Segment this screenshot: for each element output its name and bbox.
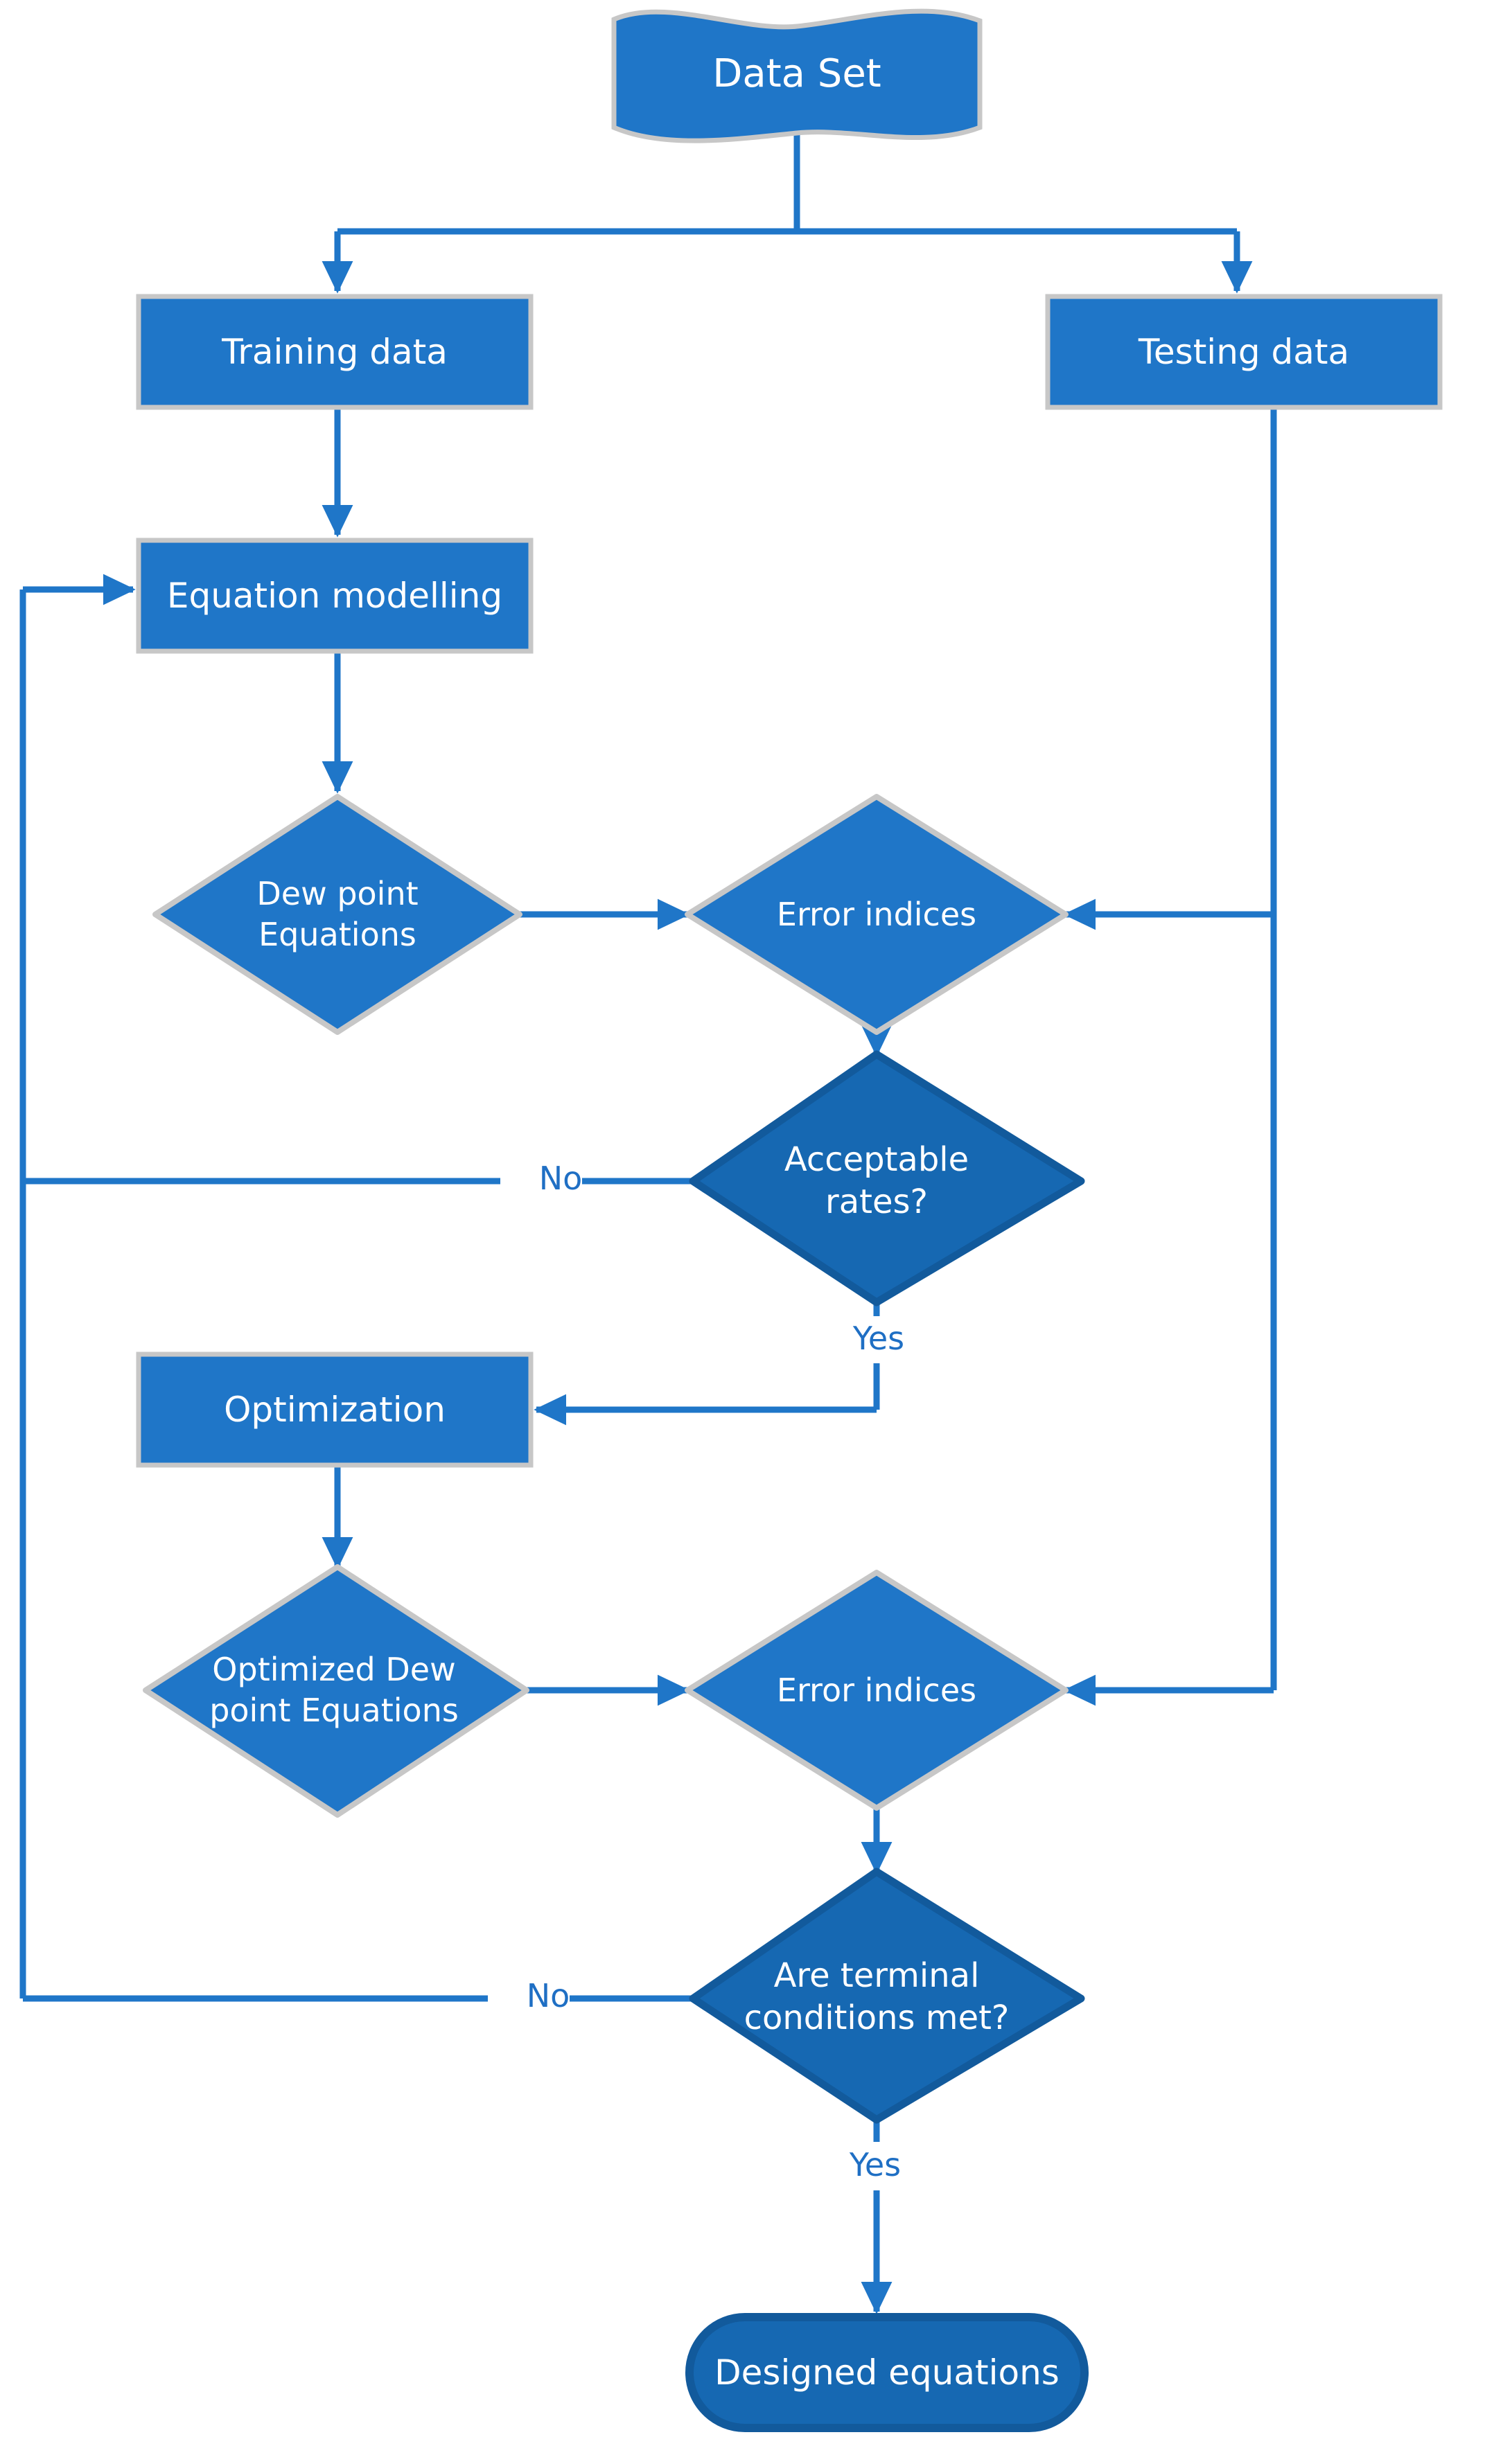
node-dew-point-equations <box>152 794 522 1035</box>
node-acceptable-rates <box>689 1050 1085 1306</box>
edge-label-yes-terminal: Yes <box>842 2142 908 2188</box>
node-equation-modelling <box>136 538 534 654</box>
edge-label-no-terminal: No <box>527 1973 570 2019</box>
edge-label-yes-acceptable-rates: Yes <box>845 1316 912 1360</box>
node-error-indices-1 <box>685 794 1069 1035</box>
node-optimization <box>136 1351 534 1468</box>
node-data-set <box>611 8 983 143</box>
node-terminal-conditions <box>689 1868 1085 2124</box>
node-optimized-dew-point-equations <box>143 1564 529 1818</box>
node-error-indices-2 <box>685 1570 1069 1811</box>
node-testing-data <box>1045 294 1443 410</box>
node-designed-equations <box>685 2313 1089 2432</box>
node-training-data <box>136 294 534 410</box>
edge-label-no-acceptable-rates: No <box>539 1155 582 1201</box>
